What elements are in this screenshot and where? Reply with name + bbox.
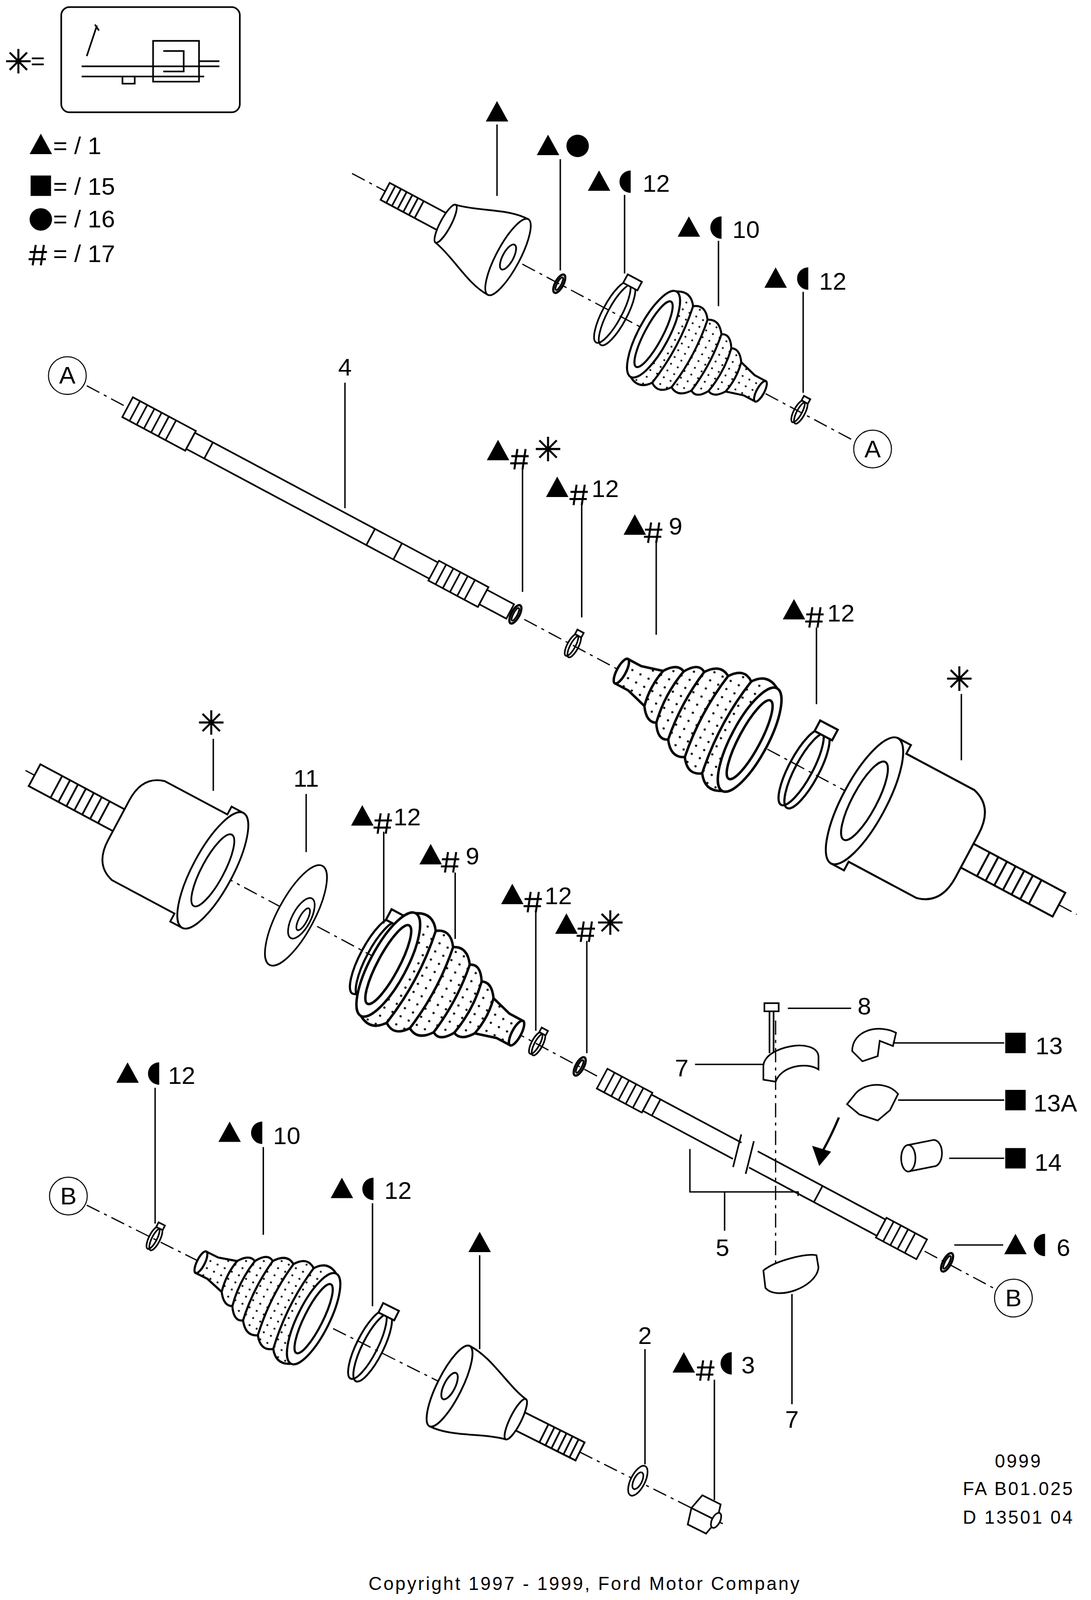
drawing-code: Copyright 1997 - 1999, Ford Motor Compan…: [368, 1574, 801, 1594]
callout-number: 9: [465, 843, 480, 869]
drawing-code: 0999: [994, 1452, 1042, 1472]
callout-number: 12: [827, 600, 855, 626]
legend-text: =: [30, 49, 45, 74]
circle-letter: B: [60, 1183, 77, 1209]
callout-number: 12: [393, 805, 421, 830]
callout-number: 13: [1035, 1033, 1063, 1059]
circle-letter: A: [864, 436, 882, 462]
callout-number: 4: [337, 354, 352, 380]
callout-number: 14: [1034, 1150, 1062, 1175]
legend-box: [6, 7, 240, 266]
legend-text: = / 16: [53, 207, 115, 232]
callout-number: 8: [857, 994, 872, 1019]
parts: [4, 153, 1091, 1537]
callout-symbols: [116, 100, 1046, 1381]
callout-number: 12: [168, 1063, 196, 1088]
callout-number: 2: [638, 1323, 652, 1349]
callout-number: 12: [544, 883, 572, 909]
callout-number: 3: [741, 1353, 755, 1378]
callout-number: 7: [674, 1056, 689, 1081]
drawing-code: D 13501 04: [962, 1508, 1075, 1527]
callout-number: 12: [591, 476, 619, 502]
legend-text: = / 17: [53, 241, 115, 267]
callout-number: 9: [668, 514, 683, 539]
callout-number: 11: [293, 766, 319, 792]
callout-number: 12: [384, 1178, 412, 1204]
continuation-circle: A: [48, 355, 87, 395]
legend-text: = / 1: [53, 133, 102, 159]
callout-number: 10: [732, 217, 760, 242]
continuation-circle: A: [853, 429, 892, 469]
drawing-code: FA B01.025: [962, 1479, 1075, 1499]
leader-lines: [155, 124, 1005, 1501]
legend-text: = / 15: [53, 174, 115, 200]
callout-number: 10: [273, 1123, 301, 1149]
callout-number: 5: [715, 1236, 730, 1261]
continuation-circle: B: [994, 1278, 1033, 1318]
circle-letter: A: [59, 363, 76, 389]
callout-number: 13A: [1033, 1091, 1077, 1116]
callout-number: 7: [785, 1407, 799, 1432]
continuation-circle: B: [49, 1176, 88, 1216]
circle-letter: B: [1005, 1285, 1022, 1311]
callout-number: 12: [819, 269, 847, 295]
callout-number: 12: [642, 171, 670, 196]
callout-number: 6: [1056, 1236, 1070, 1261]
